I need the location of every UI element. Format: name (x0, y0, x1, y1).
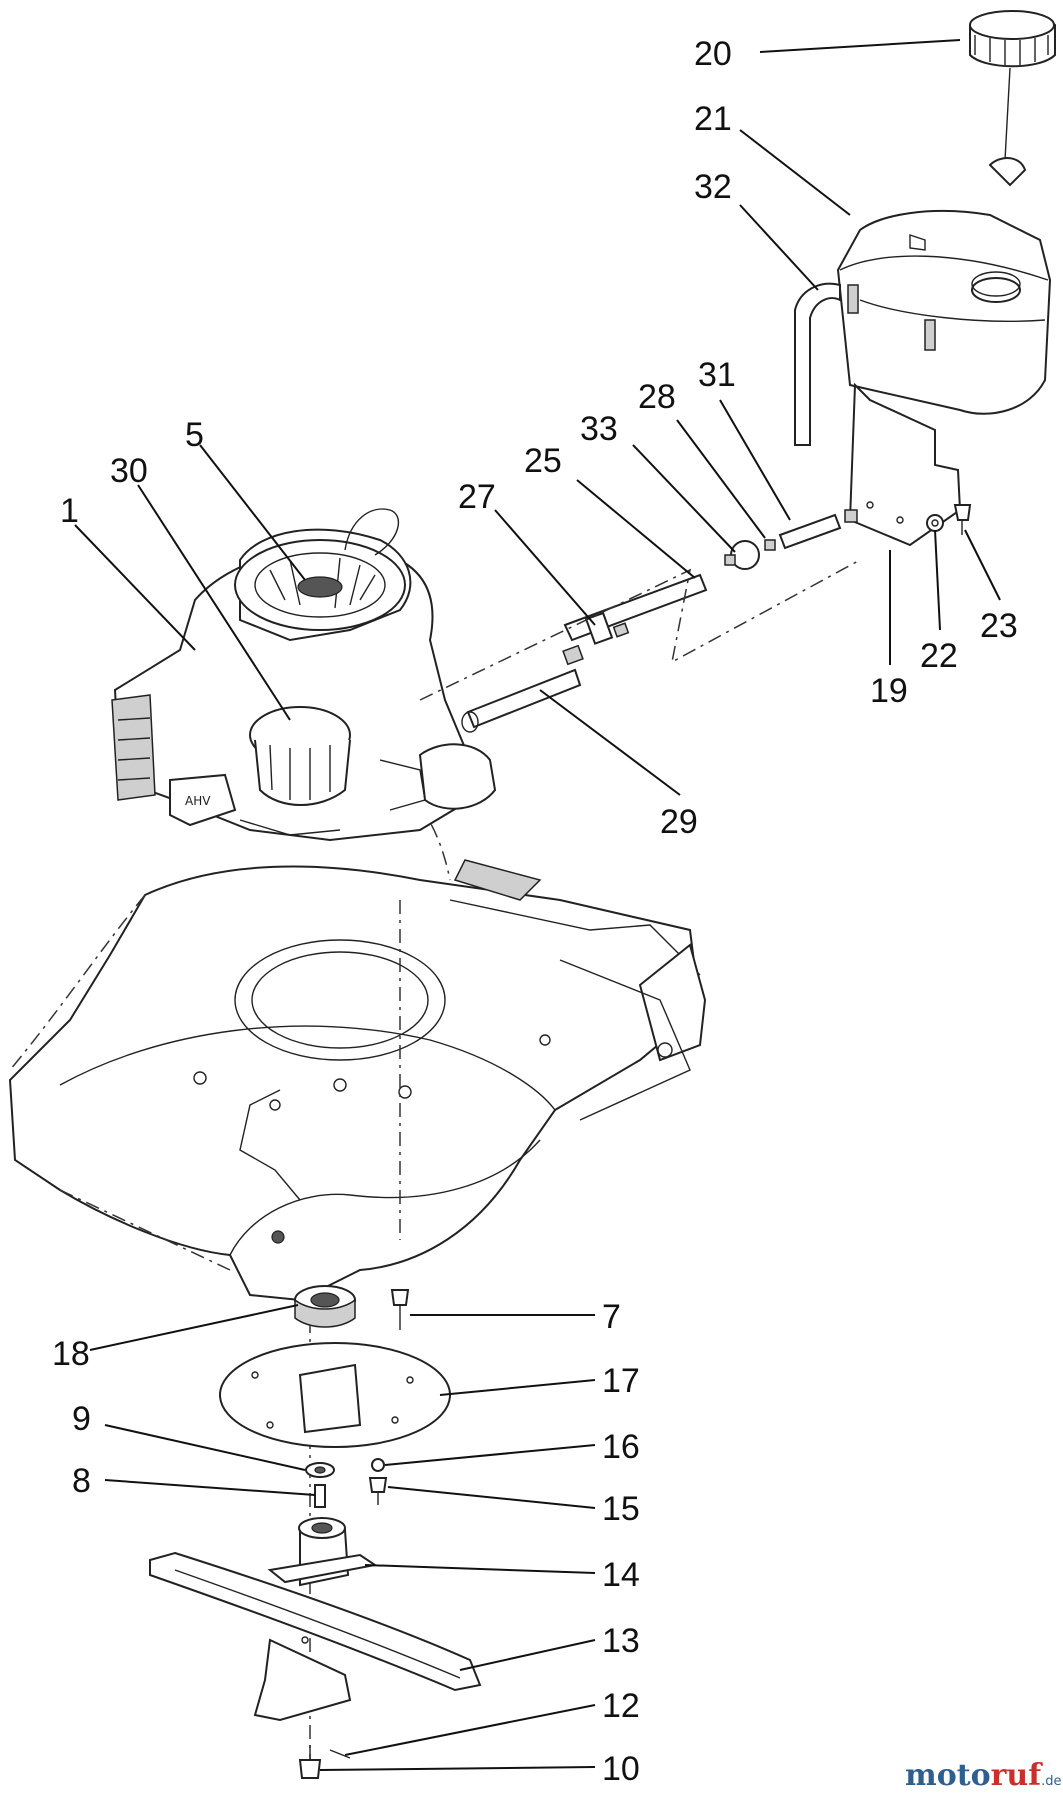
blade-washer (329, 1749, 351, 1759)
callout-labels: 20 21 32 31 28 33 25 27 5 30 1 19 22 23 … (52, 35, 1018, 1788)
fuel-cap (969, 10, 1056, 187)
screw (368, 1477, 388, 1505)
bracket-bolt (953, 504, 972, 535)
vent-hose (794, 282, 841, 446)
callout-25: 25 (524, 442, 562, 480)
callout-7: 7 (602, 1298, 621, 1336)
callout-9: 9 (72, 1400, 91, 1438)
callout-1: 1 (60, 492, 79, 530)
blade (149, 1551, 482, 1722)
callout-30: 30 (110, 452, 148, 490)
engine: AHV (111, 508, 497, 842)
mower-deck (8, 779, 707, 1302)
callout-28: 28 (638, 378, 676, 416)
deck-bolt (390, 1289, 410, 1330)
lock-washer (371, 1458, 385, 1472)
callout-29: 29 (660, 803, 698, 841)
callout-16: 16 (602, 1428, 640, 1466)
callout-14: 14 (602, 1556, 640, 1594)
callout-27: 27 (458, 478, 496, 516)
key (314, 1484, 326, 1508)
watermark-logo: motoruf.de (905, 1758, 1062, 1793)
svg-text:motoruf.de: motoruf.de (905, 1758, 1062, 1793)
callout-32: 32 (694, 168, 732, 206)
callout-13: 13 (602, 1622, 640, 1660)
callout-20: 20 (694, 35, 732, 73)
callout-17: 17 (602, 1362, 640, 1400)
blade-bolt (298, 1745, 322, 1779)
fuel-tank (836, 210, 1052, 415)
callout-22: 22 (920, 637, 958, 675)
callout-8: 8 (72, 1462, 91, 1500)
callout-21: 21 (694, 100, 732, 138)
tank-bracket (848, 382, 962, 547)
leader-lines (74, 39, 1001, 1771)
callout-33: 33 (580, 410, 618, 448)
callout-12: 12 (602, 1687, 640, 1725)
adapter-plate (219, 1342, 451, 1448)
callout-5: 5 (185, 416, 204, 454)
callout-10: 10 (602, 1750, 640, 1788)
callout-23: 23 (980, 607, 1018, 645)
fuel-line (461, 509, 858, 733)
callout-19: 19 (870, 672, 908, 710)
callout-15: 15 (602, 1490, 640, 1528)
callout-18: 18 (52, 1335, 90, 1373)
flat-washer (305, 1462, 335, 1478)
svg-text:AHV: AHV (185, 794, 211, 808)
blade-adapter (267, 1517, 378, 1587)
bracket-washer (926, 514, 944, 532)
callout-31: 31 (698, 356, 736, 394)
bearing (294, 1285, 356, 1328)
